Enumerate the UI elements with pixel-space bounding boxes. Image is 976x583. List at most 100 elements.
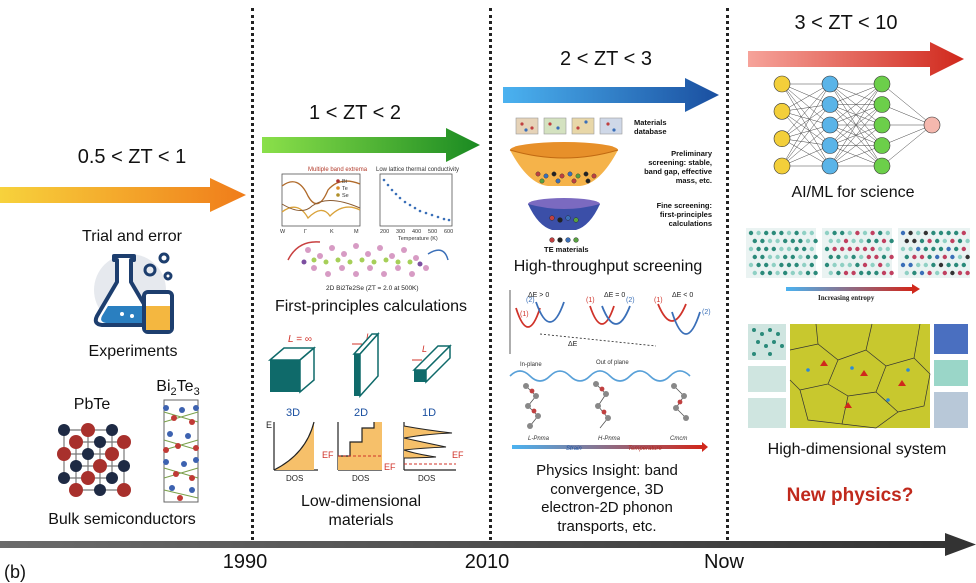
nn-edge	[829, 83, 883, 146]
entropy-atom	[942, 238, 947, 244]
nn-node	[821, 137, 839, 154]
entropy-atom	[935, 270, 940, 276]
entropy-atom	[923, 262, 928, 268]
entropy-atom	[870, 262, 875, 268]
flask-icon	[93, 252, 174, 334]
screening-fine-1: Fine screening:	[657, 201, 712, 210]
era2-first-principles-label: First-principles calculations	[274, 298, 468, 315]
era1-trial-label: Trial and error	[82, 228, 182, 245]
entropy-atom	[946, 246, 951, 252]
entropy-atom	[843, 254, 849, 260]
entropy-atom	[919, 270, 925, 276]
ld-length-inf: L = ∞	[288, 334, 312, 345]
entropy-atom	[916, 246, 921, 252]
entropy-figure: Increasing entropy	[746, 228, 970, 302]
band-label-1b: (1)	[586, 297, 595, 304]
entropy-atom	[794, 246, 799, 252]
tick-2010: 2010	[464, 551, 510, 573]
screening-prelim-4: mass, etc.	[676, 176, 712, 185]
nn-edge	[781, 111, 831, 146]
first-principles-figure: Multiple band extrema Low lattice therma…	[280, 167, 459, 292]
entropy-atom	[961, 230, 966, 236]
entropy-atom	[919, 254, 925, 260]
entropy-atom	[957, 254, 963, 260]
nn-node	[821, 157, 839, 175]
ld-fermi-3d: EF	[322, 450, 334, 460]
entropy-atom	[851, 270, 856, 276]
entropy-atom	[870, 230, 875, 236]
entropy-atom	[878, 230, 883, 236]
strain-temperature-bar: Strain Temperature	[512, 442, 708, 452]
timeline-axis	[0, 533, 976, 556]
fp-x-tick-400: 400	[412, 229, 421, 235]
nn-edge	[829, 83, 883, 105]
phonon-figure: In-plane Out of plane L-Pnma H-Pnma Cmcm	[509, 360, 691, 442]
entropy-atom	[771, 246, 776, 252]
entropy-atom	[775, 254, 780, 260]
entropy-atom	[855, 246, 860, 252]
entropy-atom	[908, 246, 913, 252]
nn-node	[873, 96, 891, 113]
era4-highdim-label: High-dimensional system	[767, 441, 947, 458]
entropy-atom	[900, 246, 906, 252]
entropy-atom	[836, 270, 841, 276]
entropy-atom	[813, 270, 818, 276]
entropy-atom	[843, 238, 849, 244]
entropy-atom	[965, 254, 970, 260]
entropy-atom	[756, 230, 761, 236]
era3-htp-label: High-throughput screening	[513, 258, 703, 275]
entropy-atom	[752, 238, 757, 244]
nn-node	[873, 137, 891, 154]
era1-zt: 0.5 < ZT < 1	[77, 146, 187, 168]
entropy-atom	[828, 270, 833, 276]
fp-x-tick-500: 500	[428, 229, 437, 235]
entropy-atom	[764, 262, 769, 268]
band-panel-1: ΔE > 0	[528, 292, 549, 299]
nn-edge	[829, 124, 883, 167]
entropy-atom	[908, 230, 913, 236]
entropy-atom	[836, 238, 841, 244]
entropy-atom	[805, 254, 811, 260]
entropy-atom	[798, 238, 803, 244]
entropy-atom	[847, 230, 852, 236]
nn-edge	[881, 124, 933, 146]
nn-node	[821, 116, 839, 134]
entropy-atom	[764, 246, 769, 252]
fp-left-title: Multiple band extrema	[308, 167, 368, 173]
ld-fermi-2d: EF	[384, 462, 396, 472]
era1-experiments-label: Experiments	[88, 343, 178, 360]
entropy-atom	[965, 238, 970, 244]
band-label-2a: (2)	[526, 297, 535, 304]
entropy-atom	[805, 238, 811, 244]
entropy-atom	[954, 246, 959, 252]
nn-edge	[781, 138, 831, 167]
entropy-atom	[927, 238, 932, 244]
entropy-atom	[923, 230, 928, 236]
entropy-atom	[836, 254, 841, 260]
entropy-atom	[878, 262, 883, 268]
entropy-atom	[794, 262, 799, 268]
entropy-atom	[783, 270, 788, 276]
nn-node	[821, 96, 839, 113]
entropy-atom	[748, 230, 754, 236]
entropy-atom	[950, 238, 955, 244]
entropy-atom	[866, 270, 871, 276]
nn-edge	[881, 104, 933, 126]
ld-axis-dos-3d: DOS	[286, 474, 303, 483]
entropy-atom	[931, 246, 936, 252]
nn-edge	[781, 104, 831, 167]
screening-fine-2: first-principles	[660, 210, 712, 219]
entropy-atom	[881, 270, 887, 276]
entropy-atom	[847, 262, 852, 268]
high-dim-figure	[748, 323, 968, 429]
bi2te3-label: Bi2Te3	[156, 378, 200, 399]
divider-now	[726, 8, 729, 546]
fp-k-gamma: Γ	[304, 229, 307, 235]
ld-axis-e: E	[266, 420, 272, 430]
entropy-atom	[942, 254, 947, 260]
entropy-atom	[790, 270, 795, 276]
entropy-atom	[931, 230, 936, 236]
entropy-atom	[828, 254, 833, 260]
corner-label: (b)	[4, 562, 26, 582]
nn-edge	[781, 83, 831, 126]
